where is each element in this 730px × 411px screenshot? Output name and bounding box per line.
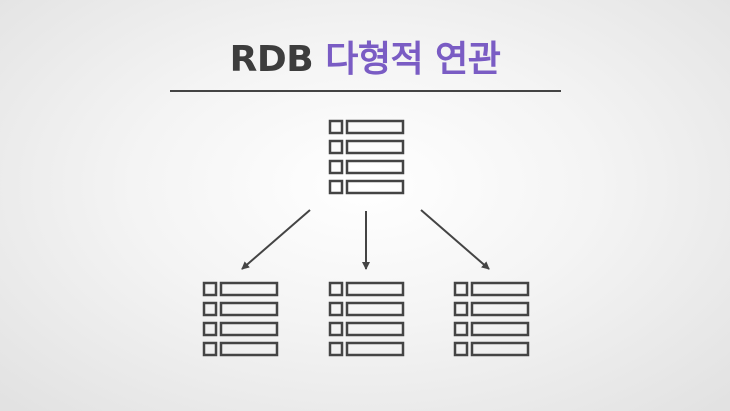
table-row-cell [345,139,405,155]
table-key-cell [453,341,469,357]
arrow-to-left-table [241,209,311,270]
title-underline [170,90,561,92]
table-key-cell [453,321,469,337]
table-row-cell [219,321,279,337]
table-row-cell [470,301,530,317]
table-row-cell [219,281,279,297]
table-key-cell [202,301,218,317]
child-table-icon-3 [453,281,530,357]
parent-table-icon [328,119,405,195]
table-key-cell [328,159,344,175]
table-key-cell [453,281,469,297]
table-key-cell [328,301,344,317]
table-row-cell [345,301,405,317]
table-key-cell [328,119,344,135]
table-key-cell [202,321,218,337]
table-row-cell [345,179,405,195]
table-row-cell [345,341,405,357]
table-row-cell [219,341,279,357]
table-row-cell [470,341,530,357]
table-key-cell [453,301,469,317]
table-key-cell [202,341,218,357]
title-highlight: 다형적 연관 [325,39,501,80]
table-key-cell [328,341,344,357]
page-title: RDB 다형적 연관 [0,36,730,84]
table-key-cell [328,179,344,195]
arrow-to-right-table [420,209,490,270]
child-table-icon-2 [328,281,405,357]
table-row-cell [345,119,405,135]
table-row-cell [345,321,405,337]
table-row-cell [345,159,405,175]
child-table-icon-1 [202,281,279,357]
table-key-cell [328,281,344,297]
title-prefix: RDB [229,39,314,80]
table-row-cell [345,281,405,297]
table-row-cell [470,321,530,337]
table-key-cell [202,281,218,297]
table-key-cell [328,139,344,155]
table-row-cell [470,281,530,297]
table-key-cell [328,321,344,337]
table-row-cell [219,301,279,317]
